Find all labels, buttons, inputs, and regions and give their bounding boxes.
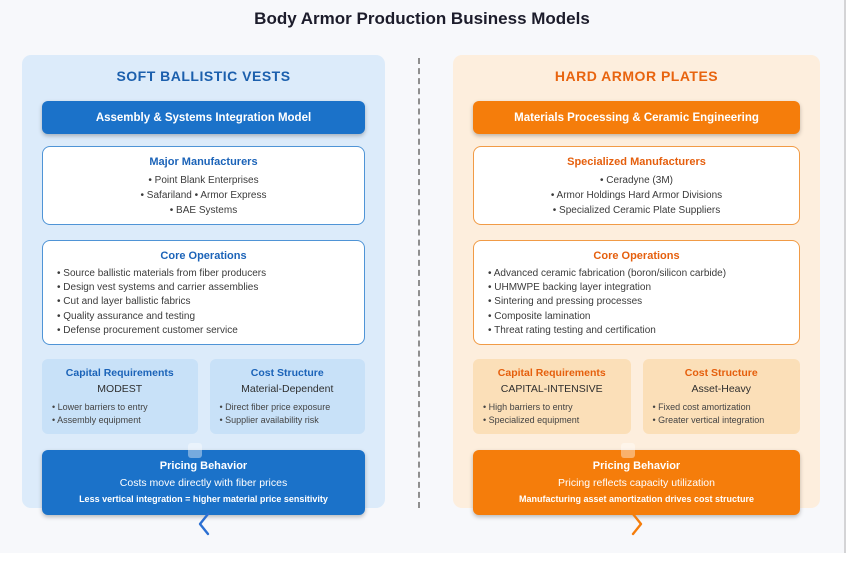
list-item: • Defense procurement customer service — [57, 324, 238, 336]
list-item: • Supplier availability risk — [219, 415, 319, 426]
card-heading: Major Manufacturers — [149, 156, 258, 168]
subcard-level: MODEST — [97, 383, 143, 396]
card-heading: Core Operations — [160, 250, 247, 262]
pricing-heading: Pricing Behavior — [592, 460, 681, 473]
cost-structure-card: Cost Structure Material-Dependent • Dire… — [209, 359, 365, 435]
subcard-level: Asset-Heavy — [691, 383, 752, 396]
list-item: • Source ballistic materials from fiber … — [57, 268, 267, 279]
list-item: • Greater vertical integration — [652, 415, 765, 426]
capital-requirements-card: Capital Requirements MODEST • Lower barr… — [42, 359, 198, 435]
pricing-behavior-card: Pricing Behavior Costs move directly wit… — [42, 443, 365, 516]
pricing-icon — [620, 443, 635, 459]
list-item: • Specialized equipment — [483, 415, 580, 426]
pricing-line2: Less vertical integration = higher mater… — [79, 494, 328, 505]
capital-list: • Lower barriers to entry • Assembly equi… — [50, 401, 190, 427]
list-item: • Threat rating testing and certificatio… — [488, 324, 656, 336]
chevron-left-icon[interactable] — [195, 511, 213, 537]
panel-heading: HARD ARMOR PLATES — [554, 68, 719, 84]
panel-soft-ballistic-vests: SOFT BALLISTIC VESTS Assembly & Systems … — [22, 55, 385, 516]
list-item: • Composite lamination — [488, 310, 591, 322]
model-banner: Assembly & Systems Integration Model — [42, 101, 365, 134]
nav-right — [453, 511, 820, 542]
page-title: Body Armor Production Business Models — [254, 9, 590, 28]
model-banner: Materials Processing & Ceramic Engineeri… — [473, 101, 800, 134]
list-item: • Quality assurance and testing — [57, 310, 196, 322]
list-item: • Assembly equipment — [52, 415, 141, 426]
list-item: • Sintering and pressing processes — [488, 296, 643, 308]
pricing-icon — [187, 443, 202, 459]
nav-left — [22, 511, 385, 542]
metrics-row: Capital Requirements CAPITAL-INTENSIVE •… — [473, 359, 800, 435]
card-heading: Core Operations — [593, 250, 680, 262]
chevron-right-icon[interactable] — [628, 511, 646, 537]
list-item: • High barriers to entry — [483, 402, 573, 413]
subcard-level: CAPITAL-INTENSIVE — [500, 383, 603, 396]
card-heading: Specialized Manufacturers — [567, 156, 706, 168]
subcard-heading: Capital Requirements — [65, 367, 174, 380]
panel-hard-armor-plates: HARD ARMOR PLATES Materials Processing &… — [453, 55, 820, 516]
list-item: • BAE Systems — [169, 205, 238, 216]
core-operations-list: • Advanced ceramic fabrication (boron/si… — [482, 267, 791, 338]
subcard-heading: Cost Structure — [250, 367, 324, 380]
subcard-heading: Capital Requirements — [497, 367, 606, 380]
manufacturers-list: • Point Blank Enterprises • Safariland • … — [51, 173, 356, 218]
pricing-heading: Pricing Behavior — [159, 460, 248, 473]
list-item: • Ceradyne (3M) — [600, 175, 673, 186]
list-item: • Safariland • Armor Express — [140, 190, 267, 201]
list-item: • Advanced ceramic fabrication (boron/si… — [488, 268, 727, 279]
list-item: • Fixed cost amortization — [652, 402, 751, 413]
cost-list: • Fixed cost amortization • Greater verti… — [651, 401, 793, 427]
metrics-row: Capital Requirements MODEST • Lower barr… — [42, 359, 365, 435]
panel-heading: SOFT BALLISTIC VESTS — [116, 68, 291, 84]
manufacturers-card: Major Manufacturers • Point Blank Enterp… — [42, 146, 365, 225]
list-item: • UHMWPE backing layer integration — [488, 282, 652, 294]
cost-structure-card: Cost Structure Asset-Heavy • Fixed cost … — [642, 359, 800, 435]
diagram-canvas: Body Armor Production Business Models SO… — [22, 0, 846, 553]
manufacturers-card: Specialized Manufacturers • Ceradyne (3M… — [473, 146, 800, 225]
subcard-heading: Cost Structure — [684, 367, 758, 380]
core-operations-card: Core Operations • Source ballistic mater… — [42, 240, 365, 346]
list-item: • Cut and layer ballistic fabrics — [57, 296, 191, 308]
list-item: • Lower barriers to entry — [52, 402, 148, 413]
pricing-behavior-card: Pricing Behavior Pricing reflects capaci… — [473, 443, 800, 516]
list-item: • Design vest systems and carrier assemb… — [57, 282, 259, 294]
panel-divider — [418, 58, 420, 508]
pricing-line1: Costs move directly with fiber prices — [119, 477, 288, 490]
list-item: • Armor Holdings Hard Armor Divisions — [550, 190, 723, 201]
manufacturers-list: • Ceradyne (3M) • Armor Holdings Hard Arm… — [482, 173, 791, 218]
cost-list: • Direct fiber price exposure • Supplier … — [218, 401, 358, 427]
subcard-level: Material-Dependent — [241, 383, 334, 396]
pricing-line2: Manufacturing asset amortization drives … — [518, 494, 755, 505]
list-item: • Point Blank Enterprises — [148, 175, 259, 186]
core-operations-card: Core Operations • Advanced ceramic fabri… — [473, 240, 800, 346]
capital-requirements-card: Capital Requirements CAPITAL-INTENSIVE •… — [473, 359, 631, 435]
capital-list: • High barriers to entry • Specialized eq… — [481, 401, 623, 427]
core-operations-list: • Source ballistic materials from fiber … — [51, 267, 356, 338]
list-item: • Direct fiber price exposure — [219, 402, 331, 413]
list-item: • Specialized Ceramic Plate Suppliers — [552, 205, 721, 216]
pricing-line1: Pricing reflects capacity utilization — [558, 477, 715, 490]
